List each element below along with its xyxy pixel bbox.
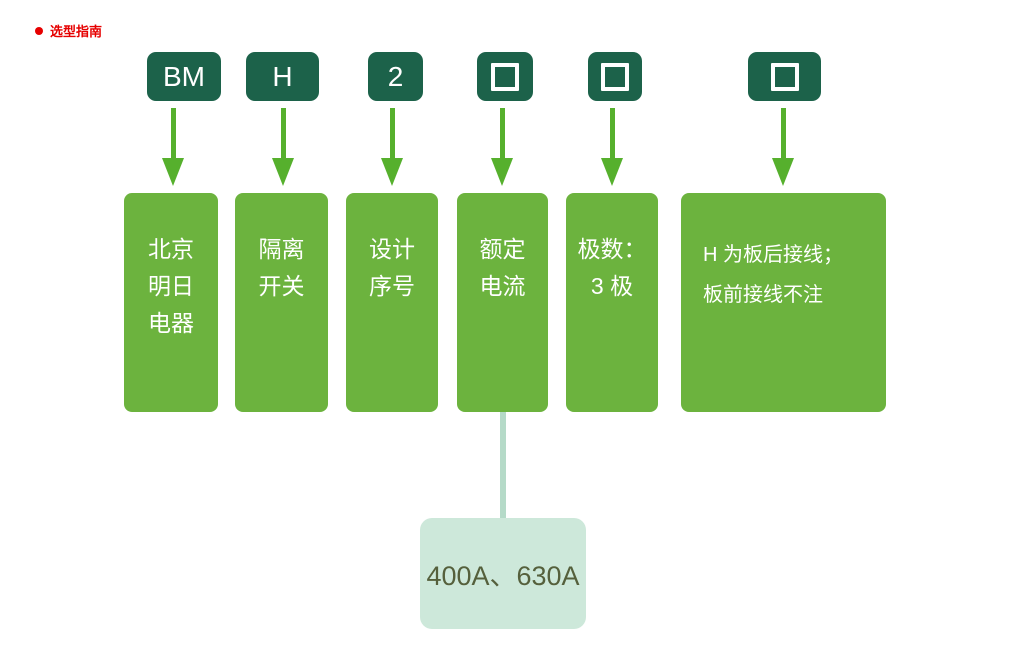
arrow-head xyxy=(491,158,513,186)
arrow-head xyxy=(381,158,403,186)
arrow-stem xyxy=(170,108,176,160)
bullet-icon xyxy=(35,26,43,35)
section-title: 选型指南 xyxy=(50,24,103,39)
rated-current-values-callout: 400A、630A xyxy=(420,518,586,629)
callout-connector-line xyxy=(500,412,506,519)
desc-line: H 为板后接线； xyxy=(703,244,843,266)
arrow-stem xyxy=(780,108,786,160)
arrow-head xyxy=(162,158,184,186)
desc-box-rated-current: 额定 电流 xyxy=(457,193,548,412)
desc-line: 隔离 xyxy=(258,236,305,262)
arrow-stem xyxy=(499,108,505,160)
section-header: 选型指南 xyxy=(35,21,102,40)
code-box-2: 2 xyxy=(368,52,423,101)
placeholder-square-icon xyxy=(491,62,519,91)
desc-line: 设计 xyxy=(369,236,415,262)
code-box-current-placeholder xyxy=(477,52,533,101)
desc-line: 板前接线不注 xyxy=(703,284,823,306)
desc-line: 电器 xyxy=(148,310,194,336)
desc-box-wiring: H 为板后接线； 板前接线不注 xyxy=(681,193,886,412)
code-box-bm: BM xyxy=(147,52,221,101)
desc-box-design-number: 设计 序号 xyxy=(346,193,438,412)
desc-line: 额定 xyxy=(479,236,526,262)
desc-line: 序号 xyxy=(369,273,415,299)
arrow-stem xyxy=(280,108,286,160)
desc-line: 3 极 xyxy=(590,273,634,299)
code-label: BM xyxy=(163,60,205,92)
desc-line: 明日 xyxy=(148,273,194,299)
desc-line: 开关 xyxy=(258,273,305,299)
arrow-head xyxy=(772,158,794,186)
desc-box-switch-type: 隔离 开关 xyxy=(235,193,328,412)
code-box-h: H xyxy=(246,52,319,101)
code-box-poles-placeholder xyxy=(588,52,642,101)
placeholder-square-icon xyxy=(601,62,629,91)
arrow-head xyxy=(272,158,294,186)
code-label: H xyxy=(272,60,293,92)
arrow-stem xyxy=(609,108,615,160)
code-label: 2 xyxy=(387,60,404,92)
placeholder-square-icon xyxy=(770,62,799,91)
desc-box-brand: 北京 明日 电器 xyxy=(124,193,218,412)
rated-current-values: 400A、630A xyxy=(426,561,580,591)
arrow-head xyxy=(601,158,623,186)
code-box-wiring-placeholder xyxy=(748,52,821,101)
arrow-stem xyxy=(389,108,395,160)
desc-line: 北京 xyxy=(148,236,194,262)
desc-line: 极数： xyxy=(577,236,647,262)
desc-box-poles: 极数： 3 极 xyxy=(566,193,658,412)
desc-line: 电流 xyxy=(479,273,526,299)
